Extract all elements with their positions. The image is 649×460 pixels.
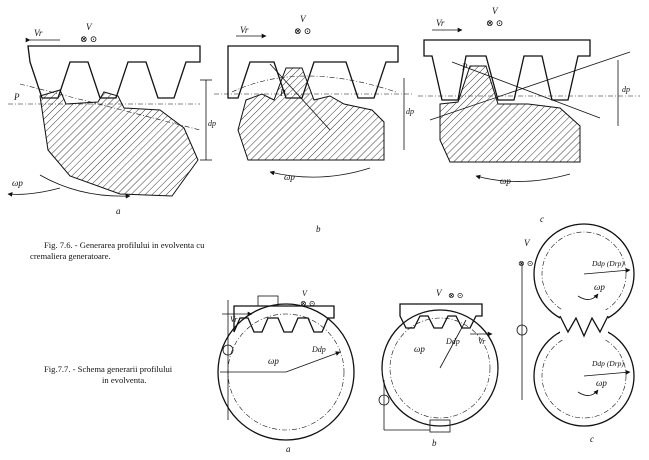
gear-blank-b <box>237 67 385 161</box>
diameter-label-b: dp <box>406 107 414 116</box>
fig77-panel-b: V ⊗ ⊙ Vr ωp Ddp b <box>378 288 499 448</box>
velocity-symbols-a: ⊗ ⊙ <box>80 34 97 44</box>
gear-circle-a <box>217 303 355 441</box>
omega-label-a: ωp <box>12 178 23 188</box>
velocity-symbols-77c: ⊗ ⊙ <box>518 259 533 268</box>
pitch-point-c: P <box>461 62 468 72</box>
fig76-panel-c: Vr V ⊗ ⊙ P dp ωp c <box>418 6 640 224</box>
vr-label-c: Vr <box>436 18 445 28</box>
pitch-point-b: P <box>279 88 286 98</box>
diameter-label-77c-bottom: Ddp (Drp) <box>591 359 624 368</box>
omega-label-77c-top: ωp <box>594 282 605 292</box>
omega-label-b: ωp <box>284 172 295 182</box>
panel-letter-b: b <box>316 224 321 234</box>
vr-label-a: Vr <box>34 28 43 38</box>
gear-blank-c <box>439 65 581 163</box>
gear-blank-a <box>39 89 199 197</box>
v-label-77b: V <box>436 288 443 298</box>
velocity-symbols-77a: ⊗ ⊙ <box>300 299 315 308</box>
rack-77b <box>399 303 483 329</box>
vr-label-77b: Vr <box>478 337 486 346</box>
fig76-panel-a: Vr V ⊗ ⊙ P dp ωp a <box>7 22 216 216</box>
diameter-label-77b: Ddp <box>445 337 460 346</box>
diameter-label-c: dp <box>622 85 630 94</box>
v-label-77c: V <box>524 238 531 248</box>
rack-c <box>423 39 591 101</box>
panel-letter-77c: c <box>590 434 594 444</box>
velocity-symbols-77b: ⊗ ⊙ <box>448 291 463 300</box>
v-label-c: V <box>492 6 499 16</box>
v-label-a: V <box>86 22 93 32</box>
rack-b <box>227 45 399 99</box>
omega-label-c: ωp <box>500 176 511 186</box>
fig77-caption-line1: Fig.7.7. - Schema generarii profilului <box>44 364 173 374</box>
rack-77a <box>233 305 335 333</box>
diameter-label-a: dp <box>208 119 216 128</box>
fig77-panel-a: V ⊗ ⊙ Vr ωp Ddp a <box>217 289 355 454</box>
omega-label-77a: ωp <box>268 356 279 366</box>
fig76-caption-line2: cremaliera generatoare. <box>30 251 111 261</box>
omega-label-77b: ωp <box>414 344 425 354</box>
vr-label-77a: Vr <box>230 315 238 324</box>
v-label-77a: V <box>302 289 308 298</box>
v-label-b: V <box>300 14 307 24</box>
velocity-symbols-b: ⊗ ⊙ <box>294 26 311 36</box>
diameter-label-77a: Ddp <box>311 345 326 354</box>
panel-letter-77a: a <box>286 444 291 454</box>
fig76-panel-b: Vr V ⊗ ⊙ P dp ωp b <box>214 14 414 234</box>
panel-letter-a: a <box>116 206 121 216</box>
rack-a <box>27 45 201 99</box>
gear-circle-b <box>381 309 499 427</box>
vr-label-b: Vr <box>240 25 249 35</box>
omega-label-77c-bottom: ωp <box>596 378 607 388</box>
panel-letter-77b: b <box>432 438 437 448</box>
pitch-point-a: P <box>13 92 20 102</box>
panel-letter-c: c <box>540 214 544 224</box>
diameter-label-77c-top: Ddp (Drp) <box>591 259 624 268</box>
fig77-panel-c: V ⊗ ⊙ Ddp (Drp) Ddp (Drp) ωp ωp c <box>516 223 635 444</box>
fig76-caption-line1: Fig. 7.6. - Generarea profilului in evol… <box>44 240 205 250</box>
fig77-caption-line2: in evolventa. <box>102 375 147 385</box>
velocity-symbols-c: ⊗ ⊙ <box>486 18 503 28</box>
